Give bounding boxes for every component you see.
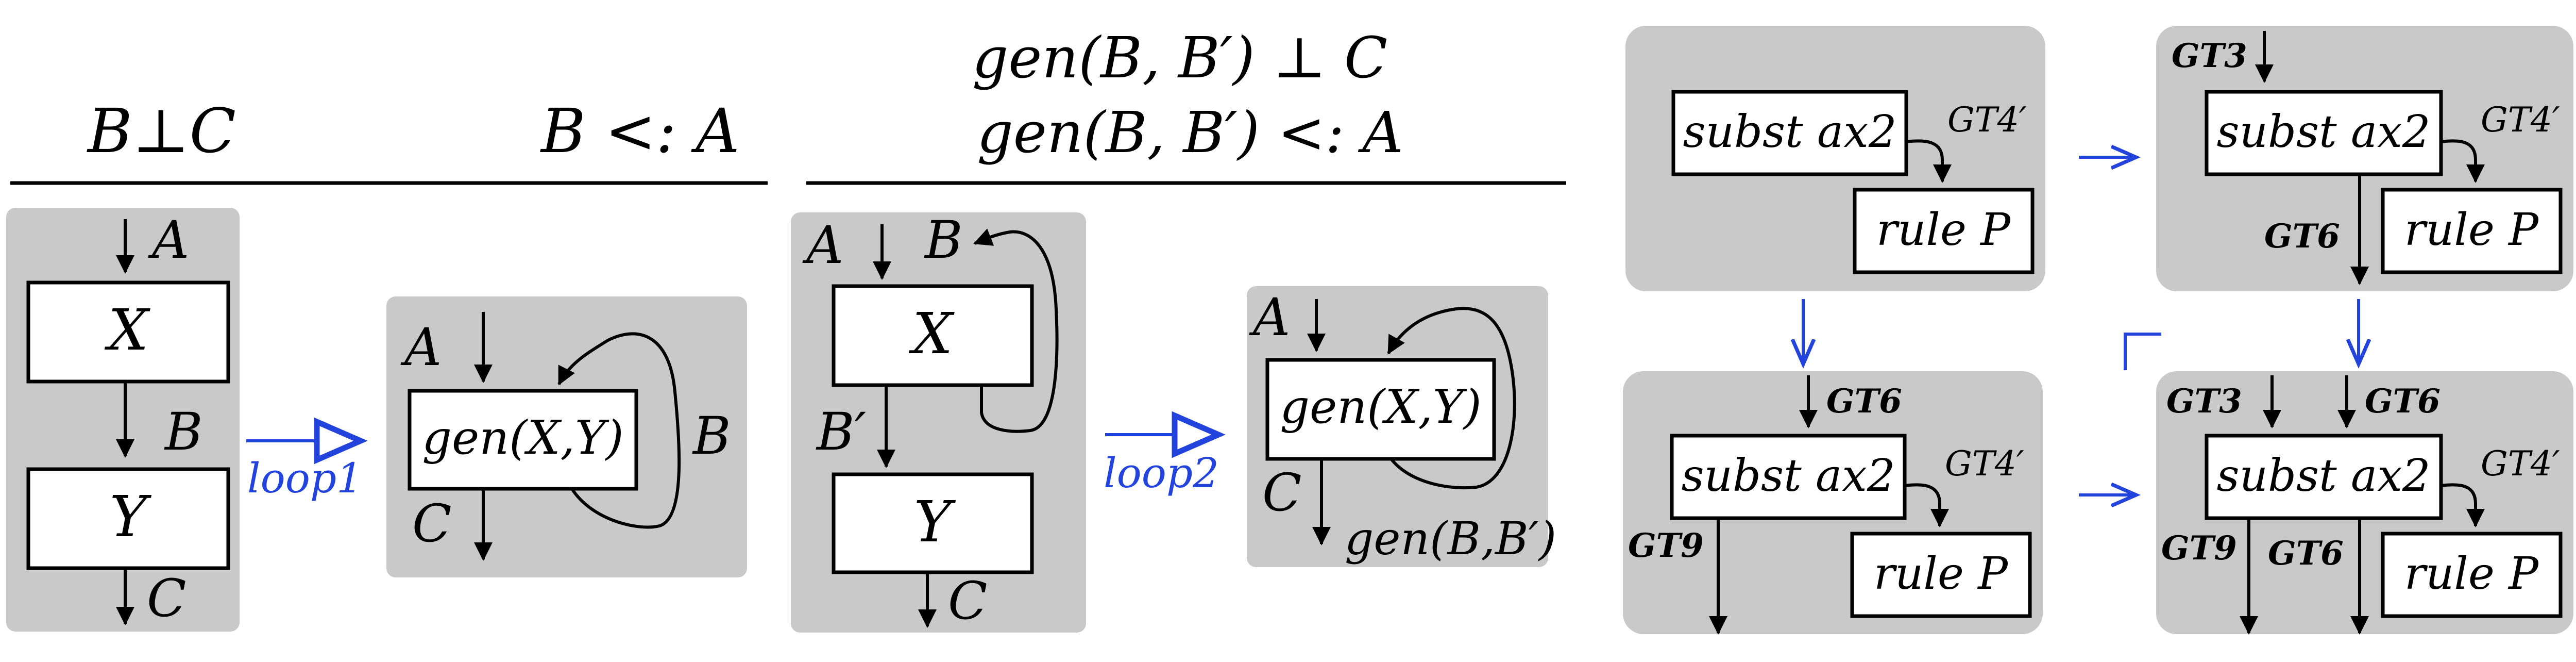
pipeline-panel-1: A X B Y C [6, 208, 240, 632]
node-rule-p-label: rule P [2404, 204, 2539, 256]
gen-panel-1: A gen(X,Y) B C [386, 296, 747, 577]
label-gt4: GT4′ [2481, 444, 2560, 484]
label-gt6-bottom: GT6 [2268, 534, 2344, 573]
label-a: A [148, 210, 189, 270]
node-rule-p [1850, 532, 2032, 618]
label-gen-b-bprime: gen(B,B′) [1345, 512, 1556, 565]
label-gt4: GT4′ [1945, 444, 2024, 484]
label-gt6: GT6 [2264, 217, 2340, 256]
node-y [832, 472, 1034, 574]
arrow-gt4 [1904, 483, 1949, 527]
loop1-label: loop1 [247, 454, 363, 502]
node-gen-xy-label: gen(X,Y) [422, 411, 623, 465]
node-y [26, 467, 230, 570]
node-gen-xy [408, 389, 638, 491]
node-subst-ax2-label: subst ax2 [1683, 106, 1896, 158]
label-gt4: GT4′ [1947, 100, 2027, 140]
label-gt9: GT9 [1628, 526, 1704, 565]
node-subst-ax2 [2205, 90, 2443, 176]
loop1-transform-arrow: loop1 [246, 417, 368, 502]
label-c: C [1262, 462, 1302, 523]
arrow-gt4 [2441, 483, 2485, 527]
node-gen-xy [1265, 358, 1496, 461]
left-premise-b-sub-a: B <: A [540, 95, 740, 167]
rule-panel-2: GT3 subst ax2 GT4′ GT6 rule P [2156, 26, 2573, 291]
pipeline-panel-2: A B X B′ Y C [791, 210, 1086, 633]
loop-arrow [1387, 307, 1516, 490]
middle-premise-gen-perp-c: gen(B, B′) ⊥ C [972, 25, 1387, 91]
label-gt3: GT3 [2172, 37, 2247, 75]
node-x [832, 284, 1034, 387]
label-gt9: GT9 [2161, 529, 2237, 568]
commute-corner-mark [2124, 333, 2161, 370]
loop2-label: loop2 [1104, 449, 1219, 497]
loop-arrow-b [557, 332, 681, 529]
label-gt3: GT3 [2166, 382, 2242, 421]
left-section: B⊥C B <: A A X B Y C loop1 A [6, 95, 768, 632]
rule-panel-3: GT6 subst ax2 GT4′ GT9 rule P [1623, 371, 2043, 635]
node-subst-ax2 [1671, 90, 1908, 176]
label-gt4: GT4′ [2481, 100, 2560, 140]
node-x [26, 280, 230, 384]
label-c: C [147, 568, 187, 628]
loop2-transform-arrow: loop2 [1104, 411, 1226, 497]
label-b: B [924, 210, 963, 270]
node-rule-p-label: rule P [2404, 548, 2539, 600]
label-gt6-top: GT6 [2365, 382, 2441, 421]
label-c: C [412, 493, 452, 554]
label-a: A [400, 317, 442, 377]
node-rule-p [1853, 188, 2035, 274]
label-gt6: GT6 [1826, 382, 1902, 421]
label-a: A [802, 215, 843, 275]
node-rule-p-label: rule P [1876, 204, 2011, 256]
left-premise-b-perp-c: B⊥C [87, 95, 236, 167]
node-x-label: X [908, 301, 955, 367]
arrow-gt4 [1906, 139, 1952, 183]
arrow-gt4 [2441, 139, 2485, 183]
node-rule-p-label: rule P [1874, 548, 2009, 600]
node-y-label: Y [110, 484, 152, 550]
gen-panel-2: A gen(X,Y) C gen(B,B′) [1247, 286, 1556, 567]
label-b: B [164, 402, 203, 462]
rule-panel-4: GT3 GT6 subst ax2 GT4′ GT9 GT6 rule P [2156, 371, 2573, 635]
middle-premise-gen-sub-a: gen(B, B′) <: A [977, 100, 1403, 166]
node-subst-ax2-label: subst ax2 [1681, 450, 1895, 502]
label-b-prime: B′ [816, 402, 866, 462]
label-b: B [692, 406, 731, 466]
node-rule-p [2381, 532, 2563, 618]
loop-arrow-b [973, 228, 1059, 433]
label-a: A [1249, 287, 1290, 347]
node-subst-ax2-label: subst ax2 [2216, 450, 2430, 502]
right-section: subst ax2 GT4′ rule P GT3 subst ax2 GT4′… [1623, 26, 2573, 635]
node-rule-p [2381, 188, 2563, 274]
middle-section: gen(B, B′) ⊥ C gen(B, B′) <: A A B X B′ … [791, 25, 1566, 633]
node-subst-ax2 [1670, 434, 1907, 520]
node-x-label: X [104, 297, 150, 363]
label-c: C [948, 571, 988, 631]
node-subst-ax2-label: subst ax2 [2216, 106, 2430, 158]
node-subst-ax2 [2205, 434, 2443, 520]
node-gen-xy-label: gen(X,Y) [1280, 380, 1481, 434]
rule-panel-1: subst ax2 GT4′ rule P [1625, 26, 2045, 291]
node-y-label: Y [914, 489, 956, 555]
